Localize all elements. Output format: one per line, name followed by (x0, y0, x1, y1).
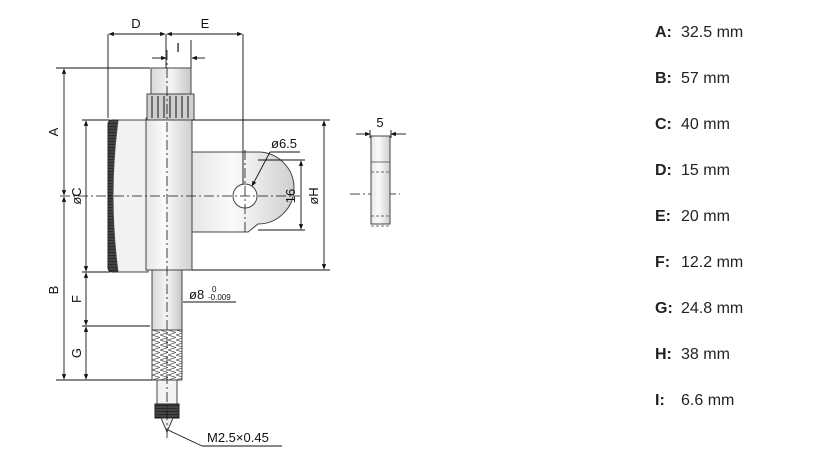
spec-key: B: (655, 70, 672, 87)
spec-row-b: B: 57 mm (655, 70, 730, 94)
label-lug-width: 5 (376, 115, 383, 130)
label-stem-tol-lower: -0.009 (208, 293, 231, 302)
spec-key: D: (655, 162, 672, 179)
spec-value: 12.2 mm (681, 254, 744, 271)
spec-row-f: F: 12.2 mm (655, 254, 743, 278)
spec-row-i: I: 6.6 mm (655, 392, 734, 416)
spec-value: 32.5 mm (681, 24, 744, 41)
label-I: I (176, 40, 180, 55)
label-hole: ø6.5 (271, 136, 297, 151)
top-cap (150, 67, 192, 97)
spec-value: 20 mm (681, 208, 730, 225)
label-D: D (131, 16, 140, 31)
label-G: G (69, 348, 84, 358)
label-16: 16 (283, 189, 298, 203)
spec-row-c: C: 40 mm (655, 116, 730, 140)
label-F: F (69, 295, 84, 303)
lug-side-view (356, 130, 406, 227)
bezel-face (112, 119, 149, 273)
label-stem-tol-upper: 0 (212, 285, 217, 294)
label-H: øH (306, 187, 321, 204)
label-stem-dia: ø8 (189, 287, 204, 302)
label-thread: M2.5×0.45 (207, 430, 269, 445)
spec-key: A: (655, 24, 672, 41)
label-A: A (46, 127, 61, 136)
label-C: øC (69, 187, 84, 204)
spec-row-e: E: 20 mm (655, 208, 730, 232)
spec-key: H: (655, 346, 672, 363)
label-E: E (201, 16, 210, 31)
spec-value: 15 mm (681, 162, 730, 179)
spec-value: 40 mm (681, 116, 730, 133)
spec-row-a: A: 32.5 mm (655, 24, 743, 48)
spec-key: E: (655, 208, 671, 225)
spec-value: 38 mm (681, 346, 730, 363)
spec-key: C: (655, 116, 672, 133)
label-B: B (46, 286, 61, 295)
housing (145, 117, 193, 271)
spec-row-h: H: 38 mm (655, 346, 730, 370)
stem-lower (151, 329, 183, 381)
spec-row-d: D: 15 mm (655, 162, 730, 186)
spec-key: I: (655, 392, 665, 409)
spec-value: 57 mm (681, 70, 730, 87)
spec-value: 24.8 mm (681, 300, 744, 317)
spec-key: G: (655, 300, 673, 317)
gauge-body (107, 67, 295, 434)
spec-key: F: (655, 254, 671, 271)
spec-row-g: G: 24.8 mm (655, 300, 743, 324)
dimension-lines (56, 31, 330, 447)
spec-value: 6.6 mm (681, 392, 735, 409)
